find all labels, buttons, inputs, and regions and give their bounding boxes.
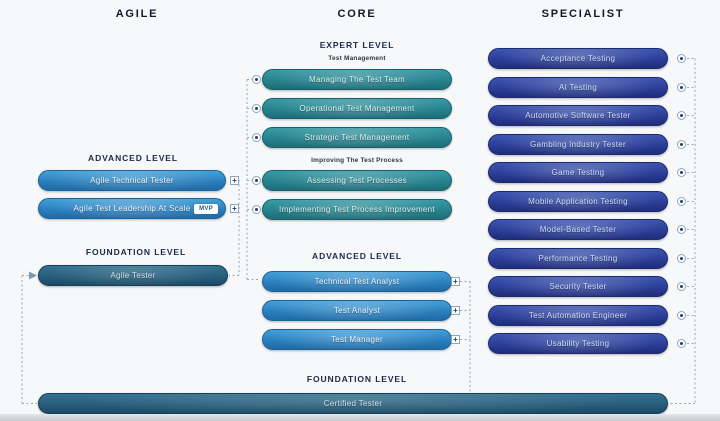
- foundation-level-label: FOUNDATION LEVEL: [306, 374, 408, 384]
- cert-technical-test-analyst[interactable]: Technical Test Analyst: [262, 271, 452, 292]
- column-header-specialist: SPECIALIST: [541, 8, 625, 20]
- connector-node-icon: [677, 83, 686, 92]
- connector-node-icon: [677, 111, 686, 120]
- cert-managing-the-test-team[interactable]: Managing The Test Team: [262, 69, 452, 90]
- arrow-right-icon: [29, 271, 37, 280]
- cert-mobile-application-testing[interactable]: Mobile Application Testing: [488, 191, 668, 212]
- cert-implementing-test-process-improvement[interactable]: Implementing Test Process Improvement: [262, 199, 452, 220]
- expand-plus-icon[interactable]: +: [230, 176, 239, 185]
- connector-node-icon: [677, 197, 686, 206]
- cert-strategic-test-management[interactable]: Strategic Test Management: [262, 127, 452, 148]
- cert-game-testing[interactable]: Game Testing: [488, 162, 668, 183]
- connector-node-icon: [677, 225, 686, 234]
- mvp-badge: MVP: [194, 203, 218, 214]
- cert-agile-tester[interactable]: Agile Tester: [38, 265, 228, 286]
- expand-plus-icon[interactable]: +: [230, 204, 239, 213]
- cert-assessing-test-processes[interactable]: Assessing Test Processes: [262, 170, 452, 191]
- column-header-agile: AGILE: [115, 8, 159, 20]
- connector-node-icon: [677, 168, 686, 177]
- cert-model-based-tester[interactable]: Model-Based Tester: [488, 219, 668, 240]
- bottom-edge: [0, 414, 720, 421]
- cert-gambling-industry-tester[interactable]: Gambling Industry Tester: [488, 134, 668, 155]
- cert-agile-test-leadership-at-scale[interactable]: Agile Test Leadership At Scale MVP: [38, 198, 226, 219]
- cert-test-manager[interactable]: Test Manager: [262, 329, 452, 350]
- connector-node-icon: [252, 205, 261, 214]
- connector-node-icon: [252, 104, 261, 113]
- connector-node-icon: [252, 176, 261, 185]
- agile-advanced-level-label: ADVANCED LEVEL: [88, 153, 178, 163]
- expand-plus-icon[interactable]: +: [451, 335, 460, 344]
- connector-node-icon: [677, 339, 686, 348]
- core-expert-level-label: EXPERT LEVEL: [319, 40, 395, 50]
- cert-test-analyst[interactable]: Test Analyst: [262, 300, 452, 321]
- connector-node-icon: [677, 140, 686, 149]
- connector-node-icon: [677, 282, 686, 291]
- core-group-label-improving-process: Improving The Test Process: [311, 157, 403, 164]
- cert-performance-testing[interactable]: Performance Testing: [488, 248, 668, 269]
- cert-label: Agile Test Leadership At Scale: [73, 204, 191, 213]
- core-advanced-level-label: ADVANCED LEVEL: [312, 251, 402, 261]
- cert-agile-technical-tester[interactable]: Agile Technical Tester: [38, 170, 226, 191]
- cert-operational-test-management[interactable]: Operational Test Management: [262, 98, 452, 119]
- connector-node-icon: [677, 311, 686, 320]
- expand-plus-icon[interactable]: +: [451, 306, 460, 315]
- connector-node-icon: [677, 254, 686, 263]
- cert-ai-testing[interactable]: AI Testing: [488, 77, 668, 98]
- connector-node-icon: [252, 133, 261, 142]
- cert-automotive-software-tester[interactable]: Automotive Software Tester: [488, 105, 668, 126]
- cert-certified-tester[interactable]: Certified Tester: [38, 393, 668, 414]
- column-header-core: CORE: [337, 8, 377, 20]
- connector-node-icon: [677, 54, 686, 63]
- cert-test-automation-engineer[interactable]: Test Automation Engineer: [488, 305, 668, 326]
- cert-usability-testing[interactable]: Usability Testing: [488, 333, 668, 354]
- connector-node-icon: [252, 75, 261, 84]
- agile-foundation-level-label: FOUNDATION LEVEL: [85, 247, 187, 257]
- core-group-label-test-management: Test Management: [328, 55, 386, 62]
- expand-plus-icon[interactable]: +: [451, 277, 460, 286]
- cert-acceptance-testing[interactable]: Acceptance Testing: [488, 48, 668, 69]
- cert-security-tester[interactable]: Security Tester: [488, 276, 668, 297]
